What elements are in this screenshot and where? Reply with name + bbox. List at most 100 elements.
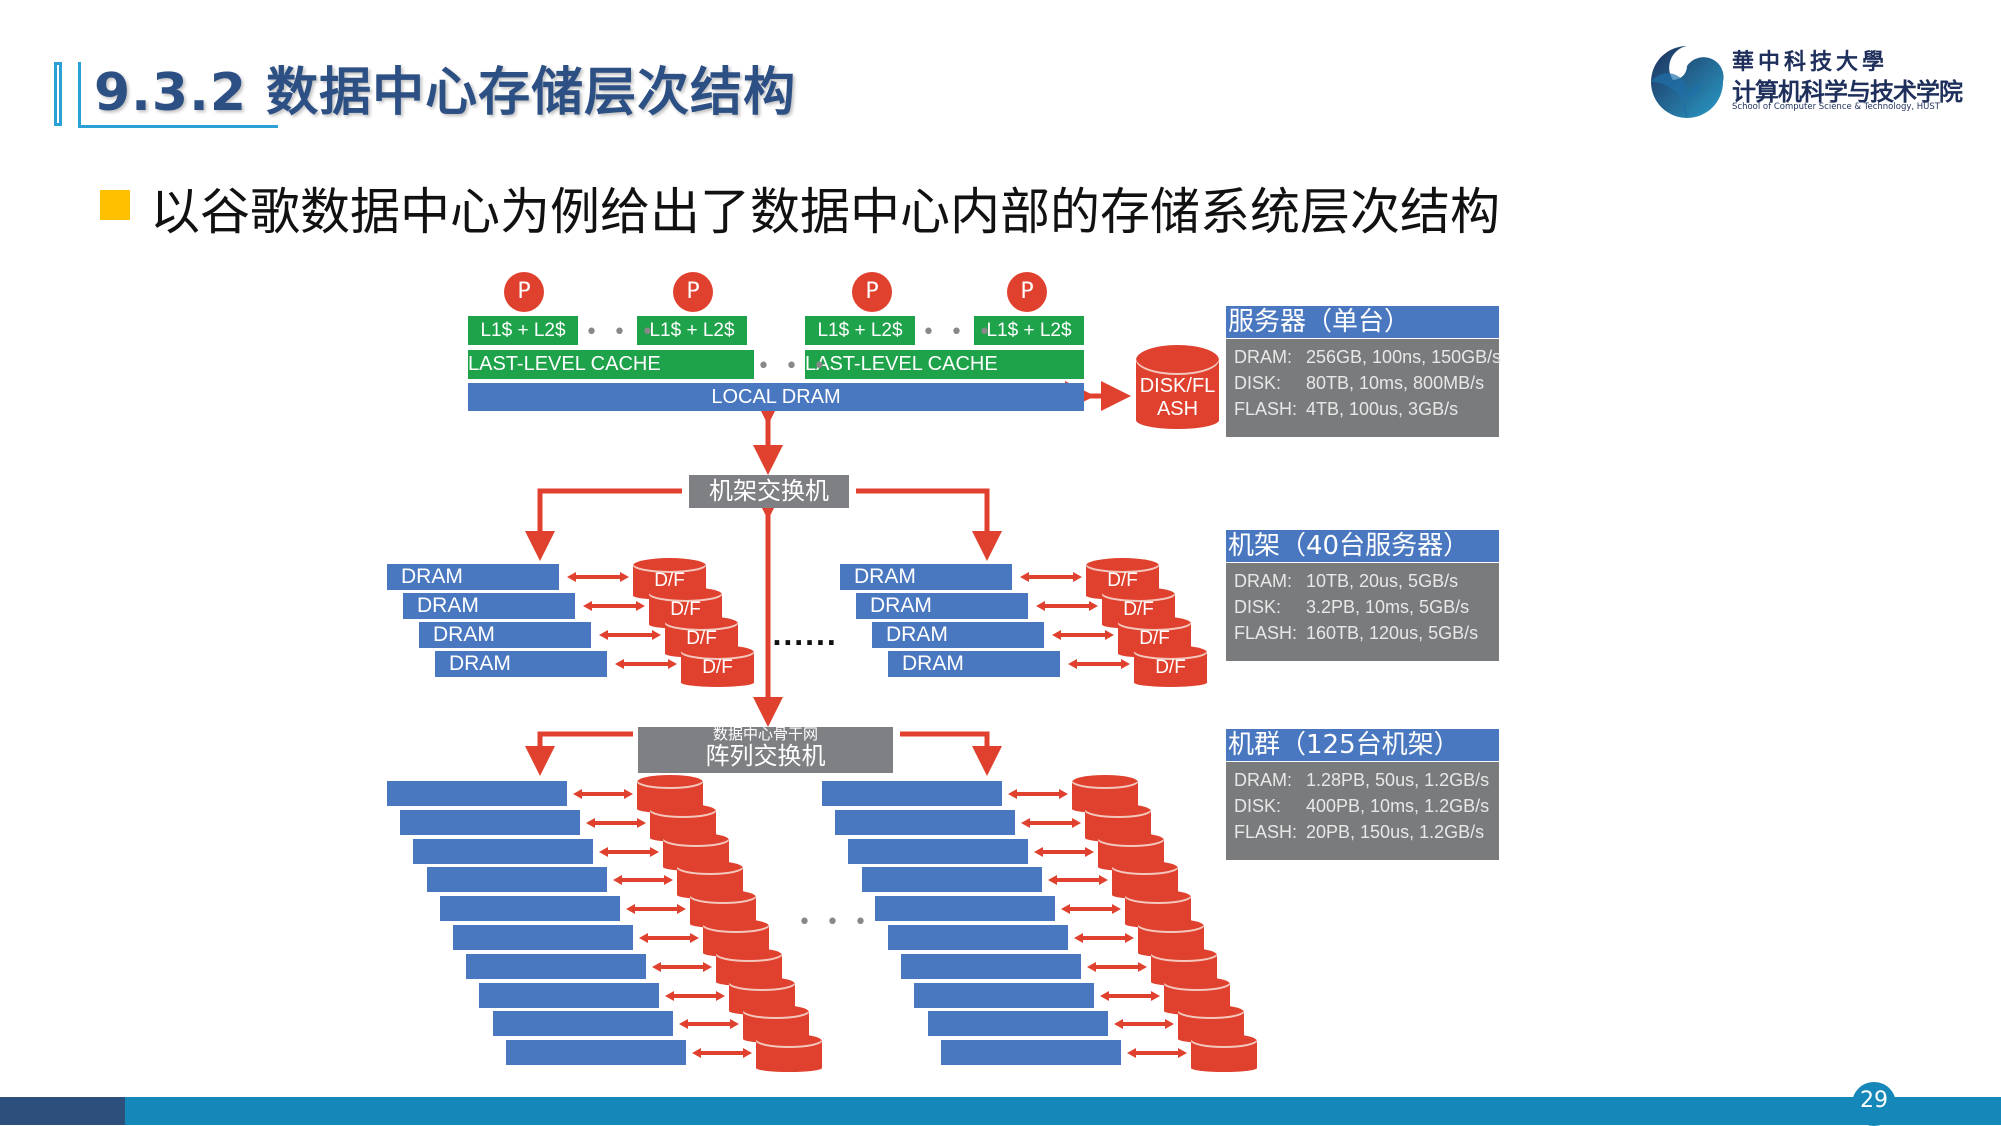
rack-dram-1-1: DRAM xyxy=(387,564,559,590)
cluster-rack-2-1 xyxy=(822,781,1002,806)
disk-bottom xyxy=(1134,678,1207,687)
arrayswitch-left-link xyxy=(525,731,633,776)
disk-top xyxy=(663,832,730,847)
bullet-text: 以谷歌数据中心为例给出了数据中心内部的存储系统层次结构 xyxy=(150,183,1500,241)
disk-bottom xyxy=(755,1064,822,1073)
disk-top xyxy=(1177,1005,1244,1020)
cluster-link-arrow xyxy=(1060,904,1121,915)
rackswitch-right-link xyxy=(856,488,1002,561)
cluster-rack-1-1 xyxy=(387,781,567,806)
cluster-rack-1-9 xyxy=(492,1011,673,1037)
disk-label: D/F xyxy=(702,657,733,678)
cluster-rack-2-4 xyxy=(861,867,1042,893)
info-value: 80TB, 10ms, 800MB/s xyxy=(1306,373,1485,393)
private-cache-2: L1$ + L2$ xyxy=(637,316,747,345)
disk-top xyxy=(1124,890,1191,905)
rack-dram-1-3: DRAM xyxy=(419,622,591,648)
disk-top xyxy=(1151,947,1218,962)
disk-bottom xyxy=(1190,1064,1257,1073)
info-value: 20PB, 150us, 1.2GB/s xyxy=(1306,822,1485,842)
disk-top xyxy=(1098,832,1165,847)
cluster-link-arrow xyxy=(652,961,713,972)
processor-1: P xyxy=(504,272,544,312)
info-value: 256GB, 100ns, 150GB/s xyxy=(1306,347,1502,367)
server-disk-label-2: ASH xyxy=(1156,398,1199,420)
info-key: FLASH: xyxy=(1234,623,1298,643)
cluster-rack-1-10 xyxy=(505,1040,686,1066)
private-cache-1: L1$ + L2$ xyxy=(468,316,578,345)
info-key: DISK: xyxy=(1234,373,1282,393)
cluster-disk-2-10 xyxy=(1190,1034,1257,1073)
disk-top xyxy=(633,558,706,573)
page-number: 29 xyxy=(1860,1088,1888,1113)
info-box-title: 机架（40台服务器） xyxy=(1226,530,1499,562)
info-row-flash: FLASH:160TB, 120us, 5GB/s xyxy=(1234,623,1499,649)
disk-bottom xyxy=(1136,411,1219,429)
llc-2: LAST-LEVEL CACHE xyxy=(805,350,1084,379)
bullet-icon xyxy=(100,190,130,220)
info-key: DRAM: xyxy=(1234,770,1292,790)
rack-disk-2-4: D/F xyxy=(1134,645,1207,687)
server-disk-cylinder xyxy=(1136,345,1219,429)
info-key: DISK: xyxy=(1234,796,1282,816)
disk-label: D/F xyxy=(1107,570,1138,591)
rack-link-arrow xyxy=(1068,659,1130,669)
info-box-title: 机群（125台机架） xyxy=(1226,729,1499,761)
info-key: DRAM: xyxy=(1234,347,1292,367)
disk-top xyxy=(742,1005,809,1020)
info-row-flash: FLASH:20PB, 150us, 1.2GB/s xyxy=(1234,822,1499,848)
info-value: 10TB, 20us, 5GB/s xyxy=(1306,571,1459,591)
cluster-rack-2-3 xyxy=(848,838,1029,864)
disk-bottom xyxy=(681,678,754,687)
info-row-flash: FLASH:4TB, 100us, 3GB/s xyxy=(1234,399,1499,425)
cluster-link-arrow xyxy=(599,846,660,857)
cluster-rack-2-9 xyxy=(927,1011,1108,1037)
cluster-link-arrow xyxy=(1008,789,1068,799)
rack-link-arrow xyxy=(1020,572,1082,582)
disk-top xyxy=(676,861,743,876)
rack-link-arrow xyxy=(1052,630,1114,640)
info-row-disk: DISK:400PB, 10ms, 1.2GB/s xyxy=(1234,796,1499,822)
footer-bar xyxy=(0,1097,2001,1125)
rack-link-arrow xyxy=(615,659,677,669)
info-value: 1.28PB, 50us, 1.2GB/s xyxy=(1306,770,1490,790)
info-row-disk: DISK:3.2PB, 10ms, 5GB/s xyxy=(1234,597,1499,623)
info-value: 4TB, 100us, 3GB/s xyxy=(1306,399,1459,419)
rack-link-arrow xyxy=(1036,601,1098,611)
info-row-dram: DRAM: 1.28PB, 50us, 1.2GB/s xyxy=(1234,770,1499,796)
disk-top xyxy=(1118,616,1191,631)
cluster-rack-1-6 xyxy=(453,925,633,950)
rack-link-arrow xyxy=(567,572,629,582)
title-underline xyxy=(78,62,278,128)
cluster-link-arrow xyxy=(1087,961,1148,972)
cluster-rack-1-2 xyxy=(400,809,581,835)
disk-label: D/F xyxy=(1123,599,1154,620)
rackswitch-left-link xyxy=(525,488,682,561)
rack-dram-2-1: DRAM xyxy=(840,564,1012,590)
rack-disk-1-4: D/F xyxy=(681,645,754,687)
disk-top xyxy=(665,616,738,631)
disk-top xyxy=(1136,345,1219,375)
disk-top xyxy=(681,645,754,660)
cluster-rack-1-5 xyxy=(439,896,620,922)
rack-ellipsis: ...... xyxy=(772,622,838,652)
processor-4: P xyxy=(1007,272,1047,312)
cluster-link-arrow xyxy=(665,990,726,1001)
disk-top xyxy=(716,947,783,962)
rack-switch: 机架交换机 xyxy=(689,475,849,508)
disk-top xyxy=(1190,1034,1257,1049)
cluster-link-arrow xyxy=(612,875,673,886)
logo-school-name: 计算机科学与技术学院 xyxy=(1732,78,1963,106)
cluster-link-arrow xyxy=(1034,846,1095,857)
info-key: DRAM: xyxy=(1234,571,1292,591)
cluster-rack-1-4 xyxy=(426,867,607,893)
processor-3: P xyxy=(852,272,892,312)
cluster-rack-2-5 xyxy=(874,896,1055,922)
llc-ellipsis: • • • xyxy=(757,354,830,379)
